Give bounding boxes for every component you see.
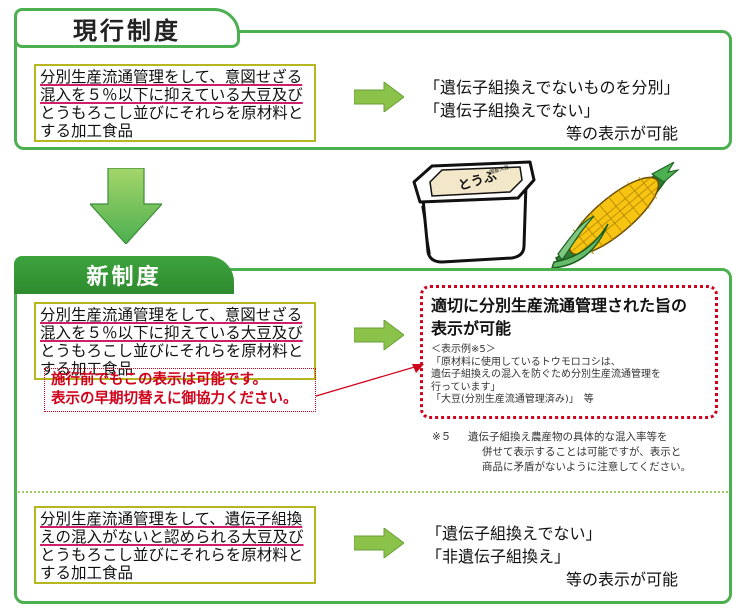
early-switch-note: 施行前でもこの表示は可能です。 表示の早期切替えに御協力ください。	[44, 368, 316, 412]
condition-line: 分別生産流通管理をして、意図せざる	[40, 306, 303, 324]
down-arrow-icon	[90, 168, 162, 244]
condition-line: する加工食品	[40, 360, 134, 378]
new-result: 「遺伝子組換えでない」 「非遺伝子組換え」	[426, 522, 602, 568]
labeling-example-box: 適切に分別生産流通管理された旨の 表示が可能 ＜表示例※5＞ 「原材料に使用して…	[420, 285, 718, 419]
new-system-tab: 新制度	[14, 256, 234, 294]
example-line: 「原材料に使用しているトウモロコシは、	[431, 356, 621, 368]
condition-line: えの混入がないと認められる大豆及び	[40, 528, 304, 546]
condition-line: する加工食品	[40, 564, 134, 582]
example-title-line: 適切に分別生産流通管理された旨の	[431, 296, 688, 315]
note-line: 表示の早期切替えに御協力ください。	[51, 391, 298, 407]
note-line: 施行前でもこの表示は可能です。	[51, 372, 268, 388]
new-system-frame	[14, 268, 732, 604]
condition-line: とうもろこし並びにそれらを原材料と	[40, 342, 304, 360]
result-line: 「遺伝子組換えでない」	[424, 101, 600, 120]
right-arrow-icon	[354, 320, 404, 350]
current-result-suffix: 等の表示が可能	[565, 124, 678, 143]
condition-line: とうもろこし並びにそれらを原材料と	[40, 104, 304, 122]
footnote-mark: ※５	[432, 431, 452, 443]
condition-line: する加工食品	[40, 122, 134, 140]
new-condition-box-2: 分別生産流通管理をして、遺伝子組換 えの混入がないと認められる大豆及び とうもろ…	[34, 506, 316, 584]
new-result-suffix: 等の表示が可能	[565, 570, 678, 589]
example-line: 行っています」	[431, 381, 501, 393]
right-arrow-icon	[354, 528, 404, 558]
example-line: ＜表示例※5＞	[431, 344, 496, 355]
condition-line: 分別生産流通管理をして、遺伝子組換	[40, 510, 303, 528]
tofu-illustration: とうふ 国産大豆	[412, 160, 536, 264]
example-title-line: 表示が可能	[431, 319, 512, 338]
current-system-title: 現行制度	[73, 16, 181, 45]
condition-line: とうもろこし並びにそれらを原材料と	[40, 546, 304, 564]
footnote-line: 併せて表示することは可能ですが、表示と	[482, 446, 682, 458]
footnote-line: 商品に矛盾がないように注意してください。	[482, 461, 692, 473]
new-system-title: 新制度	[86, 265, 162, 290]
new-condition-box-1: 分別生産流通管理をして、意図せざる 混入を５％以下に抑えている大豆及び とうもろ…	[34, 302, 316, 380]
footnote: 遺伝子組換え農産物の具体的な混入率等を 併せて表示することは可能ですが、表示と …	[468, 430, 691, 475]
example-line: 「大豆(分別生産流通管理済み)」 等	[431, 394, 594, 405]
example-line: 遺伝子組換えの混入を防ぐため分別生産流通管理を	[431, 369, 661, 380]
result-line: 「遺伝子組換えでないものを分別」	[424, 78, 680, 97]
result-line: 「非遺伝子組換え」	[426, 547, 571, 566]
current-system-tab: 現行制度	[14, 8, 240, 48]
connector-arrow-icon	[315, 364, 424, 397]
condition-line: 混入を５％以下に抑えている大豆及び	[40, 324, 303, 342]
condition-line: 混入を５％以下に抑えている大豆及び	[40, 86, 303, 104]
current-system-frame	[14, 30, 732, 150]
right-arrow-icon	[354, 82, 404, 112]
condition-line: 分別生産流通管理をして、意図せざる	[40, 68, 303, 86]
footnote-line: 遺伝子組換え農産物の具体的な混入率等を	[468, 431, 668, 443]
section-divider	[18, 491, 728, 493]
result-line: 「遺伝子組換えでない」	[426, 524, 602, 543]
corn-illustration	[550, 162, 680, 269]
current-result: 「遺伝子組換えでないものを分別」 「遺伝子組換えでない」	[424, 76, 680, 122]
current-condition-box: 分別生産流通管理をして、意図せざる 混入を５％以下に抑えている大豆及び とうもろ…	[34, 64, 316, 142]
